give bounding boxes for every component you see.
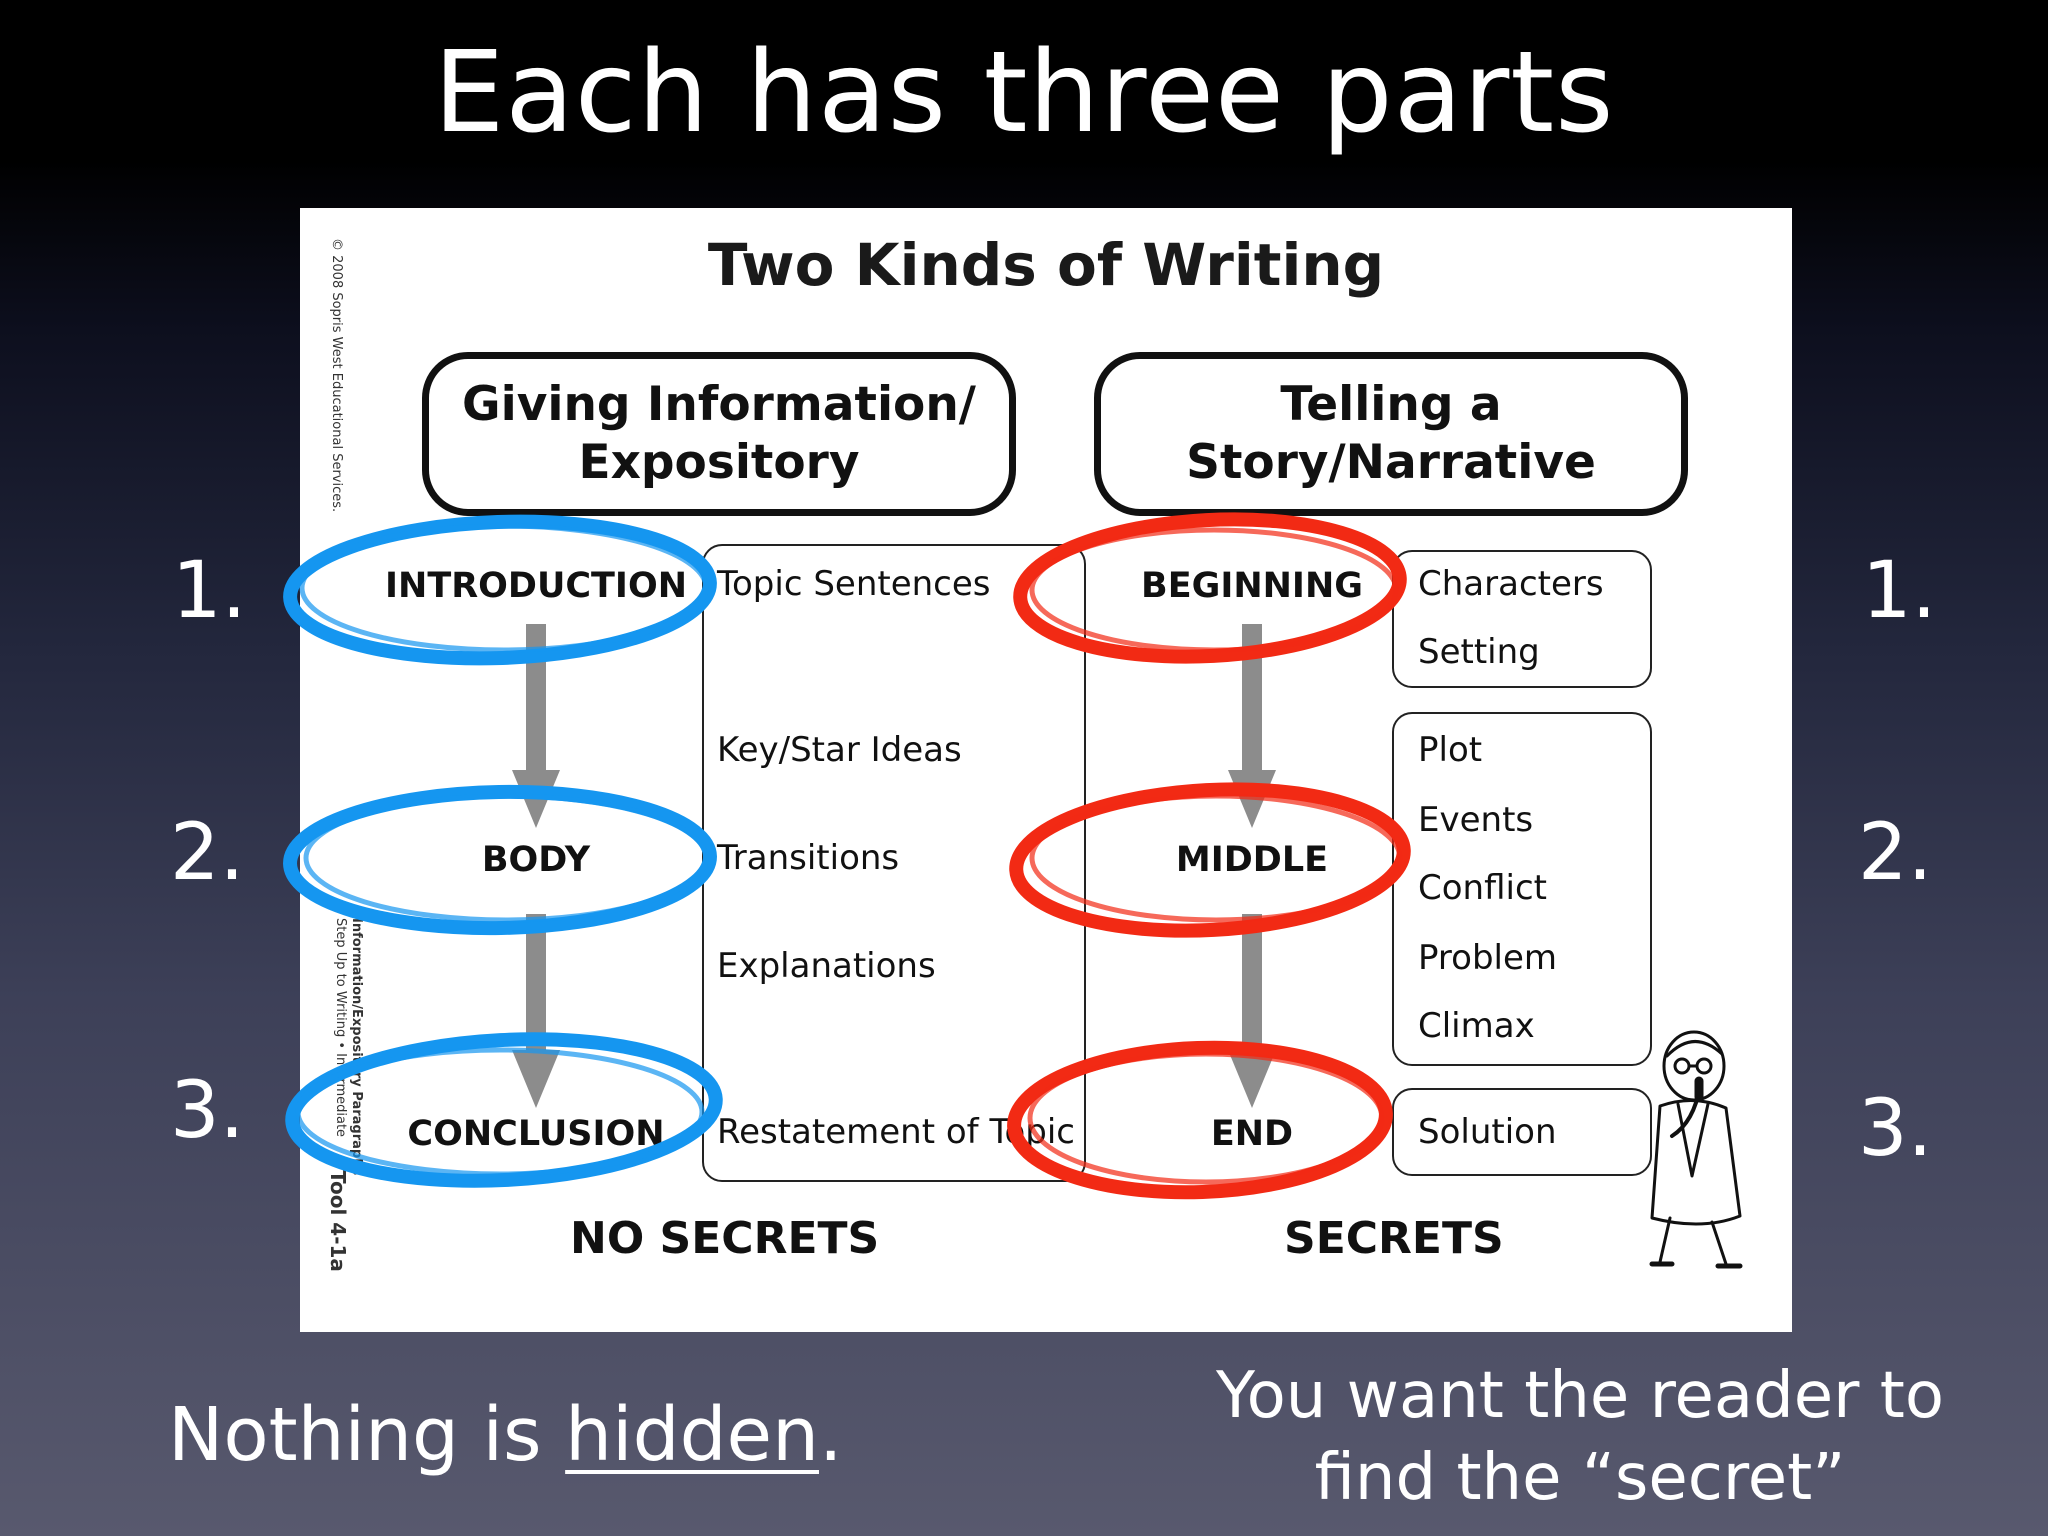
right-number-2: 2. (1858, 808, 1933, 898)
expository-item-restatement: Restatement of Topic (717, 1112, 1075, 1152)
stage-conclusion: CONCLUSION (407, 1114, 665, 1154)
left-arrow-shaft-2 (526, 914, 546, 1054)
stage-introduction: INTRODUCTION (385, 566, 687, 606)
figure-legs (1658, 1216, 1728, 1266)
caption-left-underlined: hidden (565, 1392, 819, 1478)
figure-hair (1665, 1040, 1724, 1058)
expository-header-box: Giving Information/ Expository (422, 352, 1016, 516)
right-arrow-shaft-2 (1242, 914, 1262, 1054)
left-arrow-head-2 (512, 1050, 560, 1108)
right-number-3: 3. (1858, 1084, 1933, 1174)
right-arrow-head-1 (1228, 770, 1276, 828)
expository-item-transitions: Transitions (717, 838, 900, 878)
slide-title: Each has three parts (433, 28, 1615, 158)
narrative-items-box-3 (1392, 1088, 1652, 1176)
footer-no-secrets: NO SECRETS (570, 1213, 880, 1264)
figure-feet (1649, 1261, 1743, 1269)
expository-header-line1: Giving Information/ (462, 377, 976, 432)
caption-right-line2: find the “secret” (1314, 1441, 1846, 1515)
expository-header-line2: Expository (578, 435, 860, 490)
writing-chart-document: Two Kinds of Writing © 2008 Sopris West … (300, 208, 1792, 1332)
narrative-item-plot: Plot (1418, 730, 1483, 770)
caption-right-line1: You want the reader to (1216, 1359, 1944, 1433)
stage-beginning: BEGINNING (1141, 566, 1363, 606)
footer-secrets: SECRETS (1284, 1213, 1504, 1264)
narrative-item-setting: Setting (1418, 632, 1540, 672)
narrative-header-line2: Story/Narrative (1186, 435, 1596, 490)
expository-item-key-star-ideas: Key/Star Ideas (717, 730, 962, 770)
narrative-item-climax: Climax (1418, 1006, 1535, 1046)
left-number-3: 3. (170, 1066, 245, 1156)
right-arrow-shaft-1 (1242, 624, 1262, 774)
document-title: Two Kinds of Writing (707, 231, 1385, 299)
expository-item-topic-sentences: Topic Sentences (717, 564, 991, 604)
left-number-2: 2. (170, 808, 245, 898)
narrative-item-conflict: Conflict (1418, 868, 1547, 908)
left-arrow-head-1 (512, 770, 560, 828)
stage-end: END (1210, 1114, 1294, 1154)
narrative-item-characters: Characters (1418, 564, 1604, 604)
right-number-1: 1. (1862, 546, 1937, 636)
narrative-item-problem: Problem (1418, 938, 1558, 978)
figure-shush-finger (1694, 1076, 1704, 1102)
secret-keeper-figure (1649, 1030, 1743, 1269)
figure-glasses-left (1673, 1057, 1691, 1075)
expository-item-explanations: Explanations (717, 946, 936, 986)
stage-middle: MIDDLE (1175, 840, 1329, 880)
stage-body: BODY (481, 840, 591, 880)
caption-left-suffix: . (818, 1392, 843, 1478)
narrative-header-line1: Telling a (1280, 377, 1502, 432)
narrative-header-box: Telling a Story/Narrative (1094, 352, 1688, 516)
caption-nothing-hidden: Nothing is hidden. (168, 1390, 843, 1480)
figure-glasses-right (1695, 1057, 1713, 1075)
right-arrow-head-2 (1228, 1050, 1276, 1108)
left-arrow-shaft-1 (526, 624, 546, 774)
caption-find-secret: You want the reader to find the “secret” (1190, 1355, 1970, 1519)
left-number-1: 1. (172, 546, 247, 636)
narrative-item-events: Events (1418, 800, 1534, 840)
narrative-item-solution: Solution (1418, 1112, 1557, 1152)
caption-left-prefix: Nothing is (168, 1392, 566, 1478)
